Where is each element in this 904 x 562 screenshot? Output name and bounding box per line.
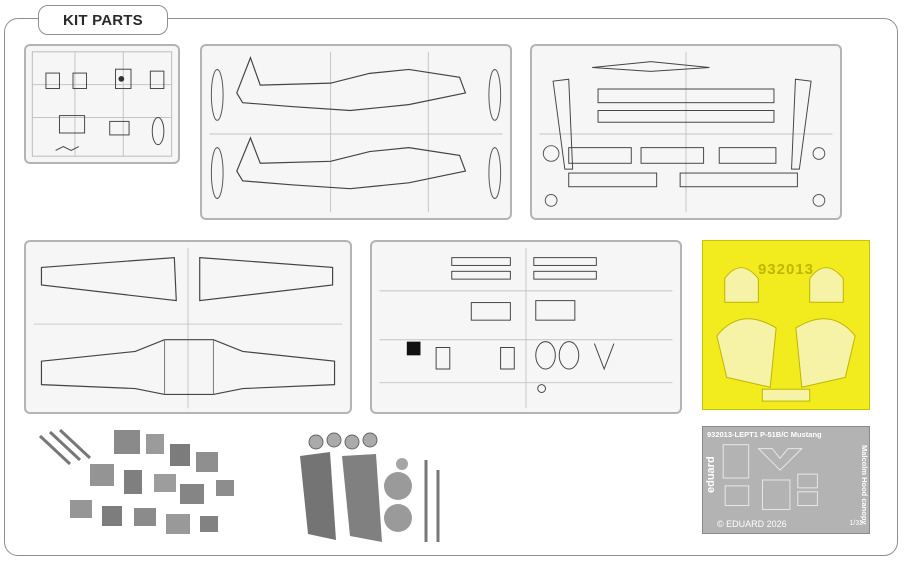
detail-parts-sprue-image xyxy=(370,240,682,414)
sprue-a-image xyxy=(24,44,180,164)
photo-etch-fret-image: 932013-LEPT1 P-51B/C Mustang eduard Malc… xyxy=(702,426,870,534)
pe-fret-title: 932013-LEPT1 P-51B/C Mustang xyxy=(707,430,822,439)
section-title: KIT PARTS xyxy=(38,5,168,35)
mask-code-label: 932013 xyxy=(757,261,815,278)
resin-cockpit-parts-image xyxy=(30,424,256,546)
canopy-mask-image: 932013 xyxy=(702,240,870,410)
kit-parts-frame xyxy=(4,18,898,556)
pe-brand-label: eduard xyxy=(705,456,717,493)
pe-copyright: © EDUARD 2026 xyxy=(717,519,787,529)
control-surfaces-sprue-image xyxy=(530,44,842,220)
fuselage-sprue-image xyxy=(200,44,512,220)
pe-scale: 1/32 xyxy=(849,520,863,527)
pe-subtitle: Malcolm Hood canopy xyxy=(860,445,869,525)
resin-wheel-well-parts-image xyxy=(290,430,450,548)
wing-sprue-image xyxy=(24,240,352,414)
